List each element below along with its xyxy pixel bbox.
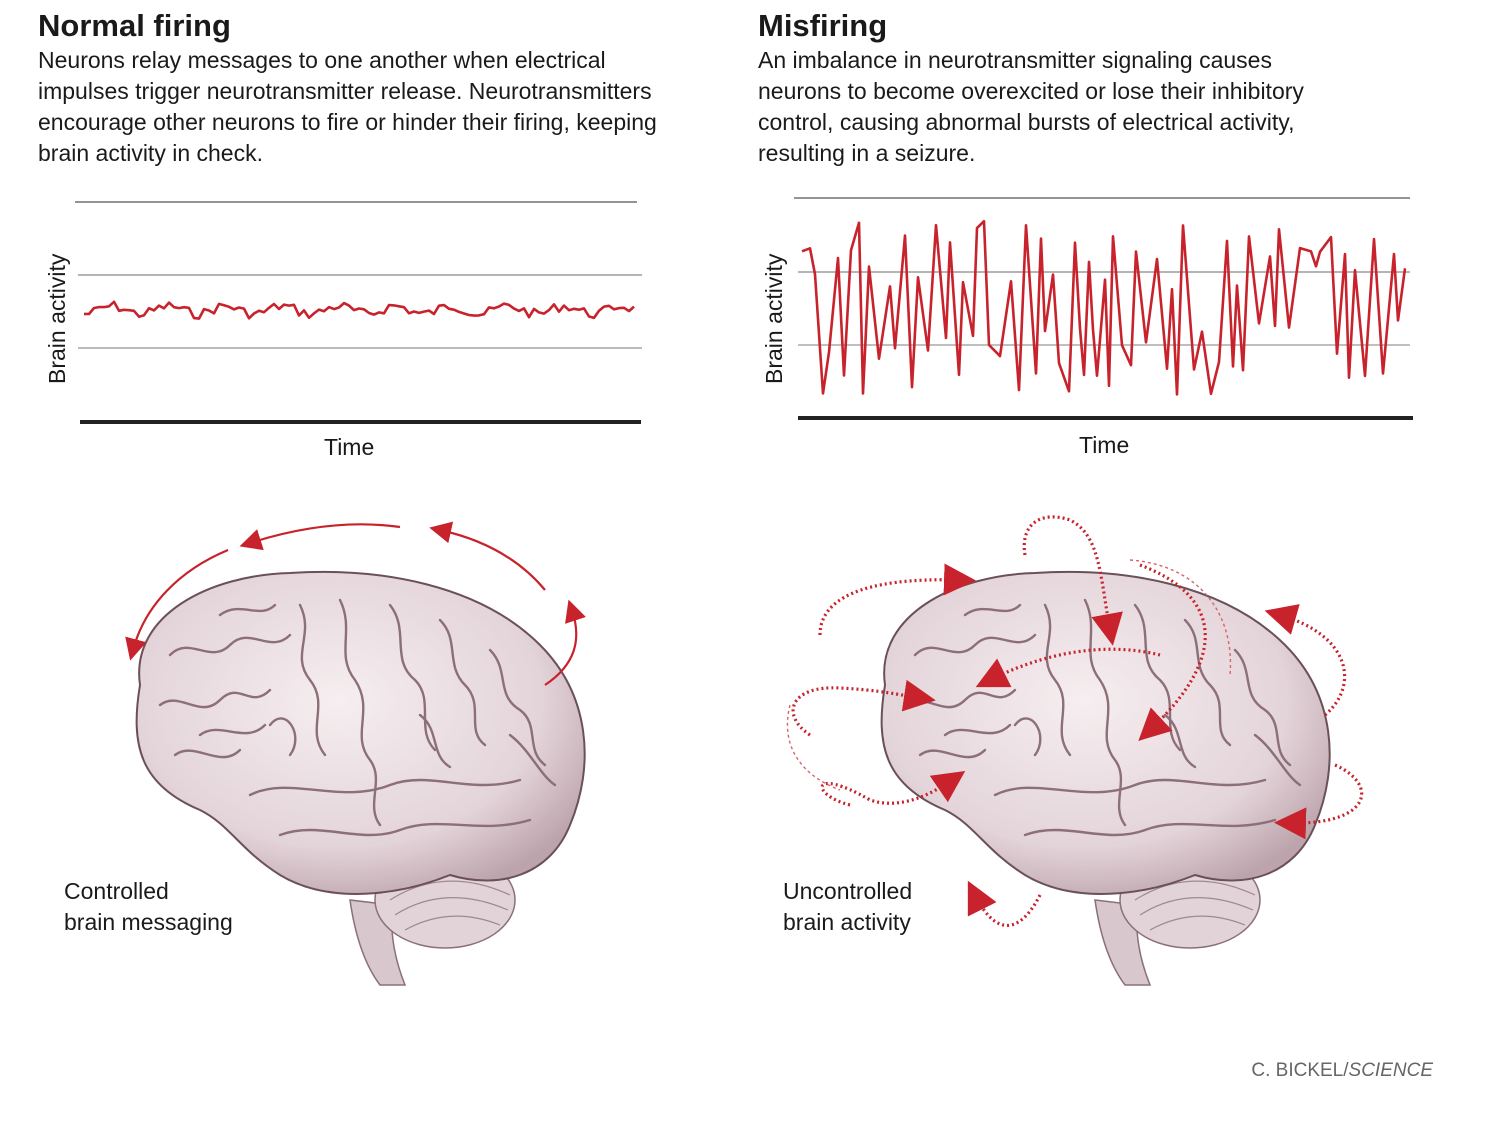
misfiring-description: An imbalance in neurotransmitter signali…: [758, 47, 1304, 166]
misfiring-chart-xlabel: Time: [1079, 432, 1130, 458]
credit-publication: SCIENCE: [1348, 1060, 1433, 1081]
uncontrolled-caption: Uncontrolled brain activity: [783, 878, 913, 935]
brain-misfiring-illustration: [786, 515, 1364, 986]
arrow-dotted-right-lower: [1274, 763, 1364, 840]
misfiring-chart: [794, 197, 1413, 420]
arrow-dotted-left-lower: [820, 770, 966, 807]
normal-signal-line: [83, 300, 635, 320]
normal-firing-chart: [75, 201, 642, 424]
uncontrolled-thin-arrows: [786, 559, 1232, 791]
brain-normal-illustration: [125, 521, 586, 986]
arrow-dotted-top-left: [818, 563, 976, 636]
cerebrum: [880, 570, 1331, 895]
uncontrolled-arrows: [791, 515, 1364, 927]
arrow-left: [125, 548, 229, 661]
misfiring-signal-line: [801, 219, 1407, 396]
normal-chart-xlabel: Time: [324, 434, 375, 460]
misfiring-title: Misfiring: [758, 8, 888, 43]
credit-author: C. BICKEL/: [1251, 1060, 1349, 1081]
cerebrum: [135, 570, 586, 895]
normal-chart-ylabel: Brain activity: [44, 253, 70, 384]
image-credit: C. BICKEL/SCIENCE: [1251, 1060, 1433, 1082]
controlled-arrows: [125, 521, 586, 686]
arrow-dotted-right-upper: [1264, 604, 1347, 717]
controlled-caption: Controlled brain messaging: [64, 878, 233, 935]
misfiring-chart-ylabel: Brain activity: [761, 253, 787, 384]
arrow-top-right: [429, 521, 546, 591]
arrow-dotted-center: [975, 647, 1161, 688]
arrow-right: [544, 599, 586, 686]
normal-firing-description: Neurons relay messages to one another wh…: [38, 47, 657, 166]
arrow-dotted-bottom: [967, 880, 1042, 927]
normal-firing-title: Normal firing: [38, 8, 231, 43]
arrow-dotted-top-center: [1022, 515, 1123, 646]
arrow-top-left: [239, 523, 401, 551]
